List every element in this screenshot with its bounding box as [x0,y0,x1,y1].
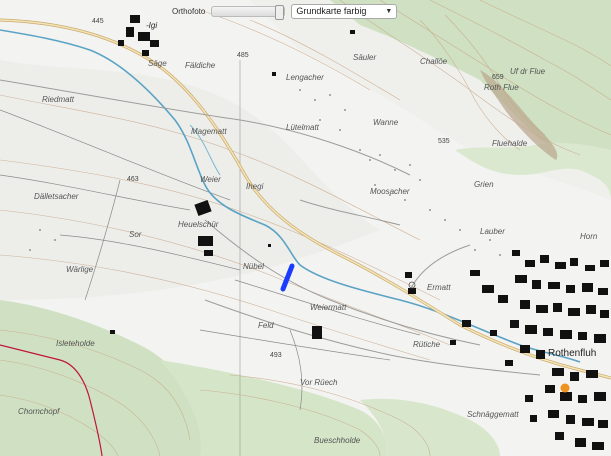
elevation-label: 659 [492,74,504,81]
place-label: Nübel [243,262,264,271]
place-label: Challöe [420,57,448,66]
chevron-down-icon: ▼ [385,7,393,15]
place-label: Schnäggematt [467,410,519,419]
place-label: Dälletsacher [34,192,79,201]
elevation-label: 493 [270,352,282,359]
place-label: -Igi [146,21,158,30]
place-label: Riedmatt [42,95,75,104]
place-label: Säuler [353,53,377,62]
elevation-label: 535 [438,138,450,145]
forest-area [455,142,611,200]
place-label: Chornchopf [18,407,60,416]
place-label: Feld [258,321,274,330]
place-label: Bueschholde [314,436,361,445]
place-label: Moosacher [370,187,410,196]
elevation-label: 463 [127,176,139,183]
elevation-label: 445 [92,18,104,25]
place-label: Fluehalde [492,139,528,148]
place-label: Horn [580,232,598,241]
elevation-label: 485 [237,52,249,59]
stream [0,29,581,363]
place-label: Ihegi [246,182,264,191]
map-toolbar: Orthofoto Grundkarte farbig ▼ [172,3,398,20]
place-label: Rütiche [413,340,441,349]
slider-handle[interactable] [275,4,285,20]
place-label: Weier [200,175,221,184]
village-label: Rothenfluh [548,348,597,359]
place-label: Ermatt [427,283,451,292]
forest-area [160,360,387,456]
place-label: Wanne [373,118,399,127]
orthofoto-label: Orthofoto [172,6,206,16]
base-layer-value: Grundkarte farbig [296,6,367,16]
place-label: Lauber [480,227,505,236]
place-label: Sor [129,230,142,239]
forest-area [360,398,500,456]
place-label: Wärlige [66,265,94,274]
place-label: Magematt [191,127,227,136]
forest-area [330,0,611,170]
orthofoto-opacity-slider[interactable] [211,4,286,20]
place-label: Isleteholde [56,339,95,348]
canton-border [0,344,103,456]
base-layer-select[interactable]: Grundkarte farbig ▼ [291,3,398,19]
place-label: Heuelschür [178,220,219,229]
place-label: Vor Rüech [300,378,338,387]
place-label: Fäldiche [185,61,216,70]
place-label: Lütelmatt [286,123,319,132]
place-label: Säge [148,59,167,68]
poi-marker [560,383,570,393]
place-label: Grien [474,180,494,189]
drawn-marker-line [280,263,295,292]
place-label: Weiermatt [310,303,347,312]
place-label: Roth Flue [484,83,519,92]
forest-area [0,300,204,456]
place-label: Uf dr Flue [510,67,546,76]
place-label: Lengacher [286,73,324,82]
